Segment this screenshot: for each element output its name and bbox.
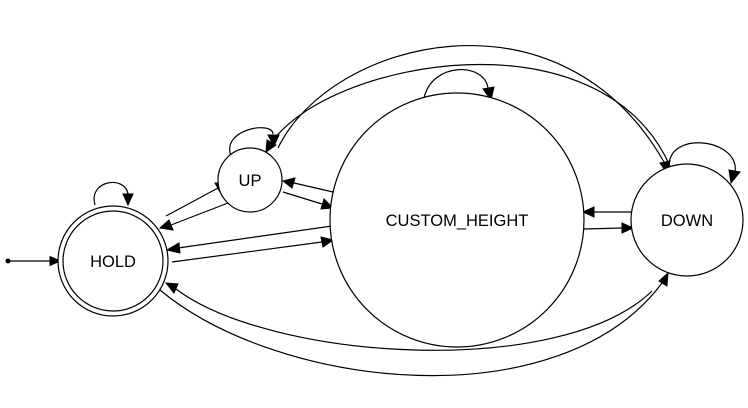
state-UP: UP [217, 147, 283, 213]
arrowhead-start [49, 255, 62, 267]
state-UP-label: UP [239, 172, 262, 190]
edge-HOLD-CUSTOM_HEIGHT [171, 241, 323, 263]
edge-CUSTOM_HEIGHT-DOWN [583, 227, 623, 230]
arrowhead-DOWN-UP [265, 139, 277, 154]
edge-UP-CUSTOM_HEIGHT [282, 191, 323, 205]
state-CUSTOM_HEIGHT-label: CUSTOM_HEIGHT [386, 212, 529, 230]
edge-CUSTOM_HEIGHT-CUSTOM_HEIGHT [423, 69, 489, 99]
edge-CUSTOM_HEIGHT-UP [293, 182, 334, 193]
arrowhead-DOWN-CUSTOM_HEIGHT [581, 206, 595, 218]
edge-DOWN-UP [271, 63, 671, 167]
arrowhead-DOWN-HOLD [164, 282, 179, 294]
state-CUSTOM_HEIGHT: CUSTOM_HEIGHT [329, 92, 585, 348]
arrowhead-UP-CUSTOM_HEIGHT [320, 198, 335, 210]
arrowhead-CUSTOM_HEIGHT-HOLD [165, 242, 181, 254]
edge-HOLD-DOWN [159, 282, 663, 377]
arrowhead-DOWN-DOWN [728, 169, 741, 185]
edge-UP-HOLD [170, 202, 229, 226]
arrowhead-CUSTOM_HEIGHT-CUSTOM_HEIGHT [482, 86, 495, 102]
arrowhead-HOLD-CUSTOM_HEIGHT [320, 236, 335, 248]
state-HOLD: HOLD [57, 205, 169, 317]
edge-HOLD-HOLD [93, 181, 129, 206]
edge-HOLD-UP [165, 187, 219, 217]
state-HOLD-label: HOLD [90, 253, 136, 271]
arrowhead-HOLD-HOLD [122, 193, 134, 207]
state-DOWN: DOWN [630, 163, 744, 277]
edge-DOWN-DOWN [668, 142, 736, 173]
start-point [5, 258, 11, 264]
state-DOWN-label: DOWN [661, 212, 713, 230]
arrowhead-HOLD-DOWN [658, 271, 669, 287]
edge-CUSTOM_HEIGHT-HOLD [177, 225, 333, 249]
edge-DOWN-HOLD [175, 288, 653, 351]
arrowhead-CUSTOM_HEIGHT-UP [281, 177, 296, 189]
arrowhead-UP-HOLD [158, 219, 174, 231]
edge-UP-UP [229, 127, 274, 159]
arrowhead-CUSTOM_HEIGHT-DOWN [621, 222, 635, 234]
